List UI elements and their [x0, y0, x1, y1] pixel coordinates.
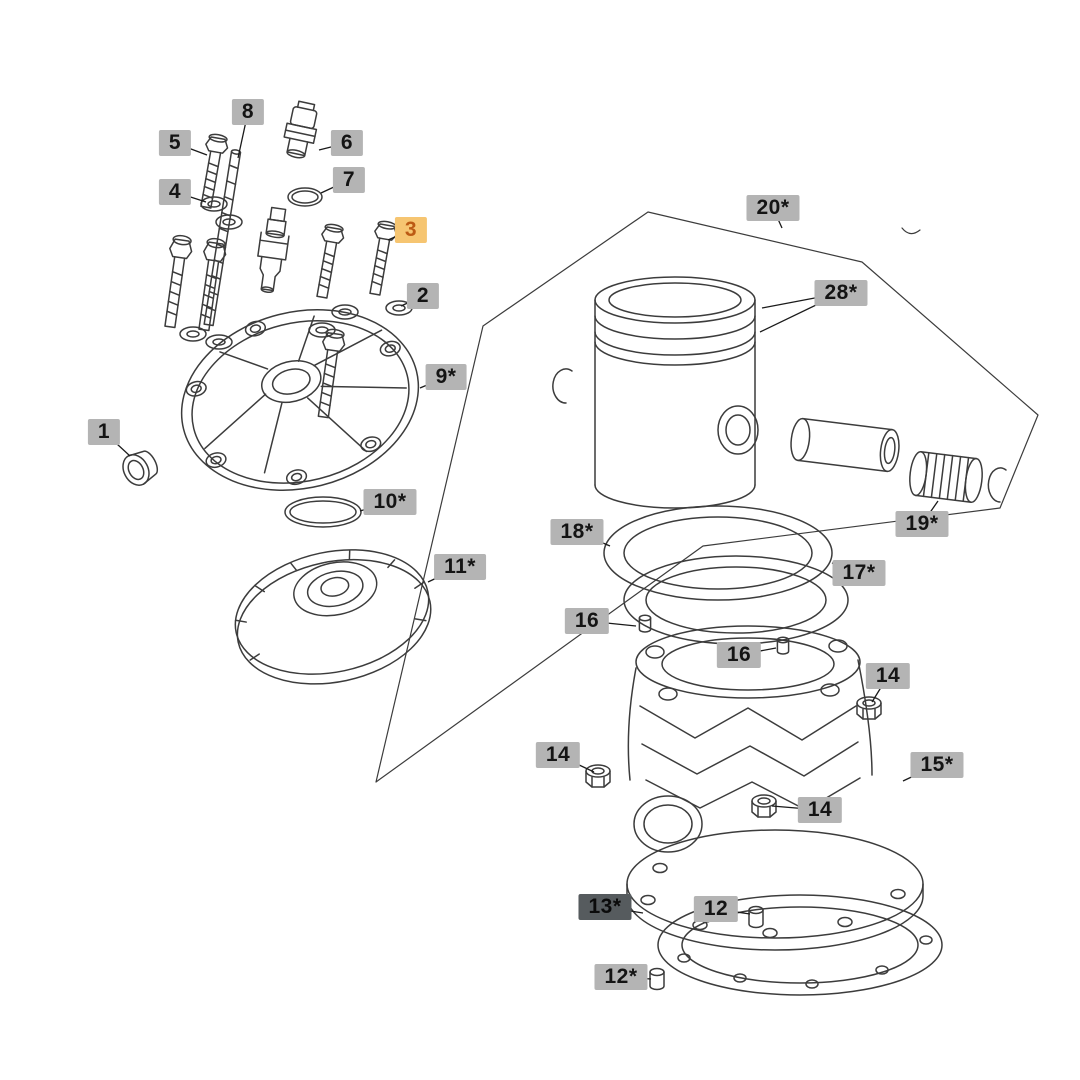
part-label-10[interactable]: 10*	[363, 489, 417, 515]
part-label-13-dark[interactable]: 13*	[578, 894, 632, 920]
part-label-12[interactable]: 12	[693, 896, 739, 922]
part-label-15[interactable]: 15*	[910, 752, 964, 778]
part-label-5[interactable]: 5	[158, 130, 192, 156]
part-label-28[interactable]: 28*	[814, 280, 868, 306]
part-label-3-selected[interactable]: 3	[394, 217, 428, 243]
part-label-6[interactable]: 6	[330, 130, 364, 156]
part-label-16[interactable]: 16	[564, 608, 610, 634]
part-label-20[interactable]: 20*	[746, 195, 800, 221]
part-label-14[interactable]: 14	[797, 797, 843, 823]
part-label-16[interactable]: 16	[716, 642, 762, 668]
part-label-4[interactable]: 4	[158, 179, 192, 205]
part-label-7[interactable]: 7	[332, 167, 366, 193]
part-label-19[interactable]: 19*	[895, 511, 949, 537]
part-label-9[interactable]: 9*	[425, 364, 467, 390]
part-label-17[interactable]: 17*	[832, 560, 886, 586]
part-label-8[interactable]: 8	[231, 99, 265, 125]
part-label-2[interactable]: 2	[406, 283, 440, 309]
part-label-14[interactable]: 14	[865, 663, 911, 689]
part-label-12[interactable]: 12*	[594, 964, 648, 990]
part-label-11[interactable]: 11*	[434, 554, 486, 580]
part-label-18[interactable]: 18*	[550, 519, 604, 545]
part-label-1[interactable]: 1	[87, 419, 121, 445]
part-label-14[interactable]: 14	[535, 742, 581, 768]
